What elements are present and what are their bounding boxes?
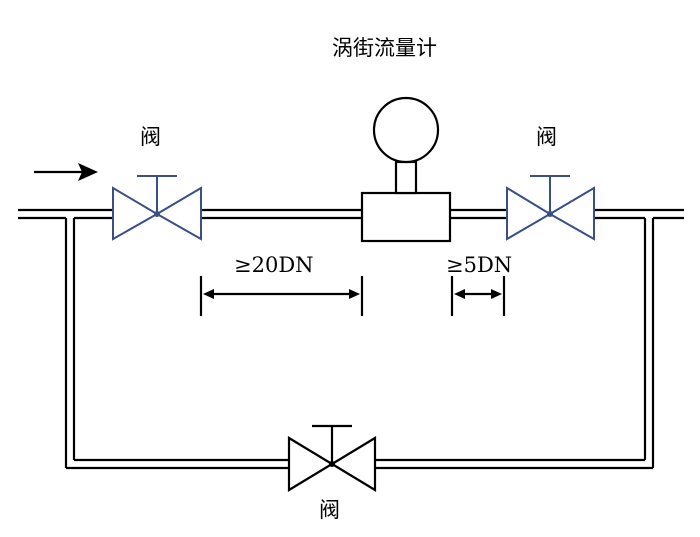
upstream-dimension-label: ≥20DN bbox=[234, 253, 314, 277]
upstream-dimension bbox=[199, 276, 364, 316]
main-pipe bbox=[18, 208, 684, 220]
meter-label: 涡街流量计 bbox=[332, 36, 437, 60]
downstream-valve-label: 阀 bbox=[536, 125, 557, 149]
bypass-valve-label: 阀 bbox=[319, 498, 340, 522]
upstream-valve bbox=[112, 175, 202, 241]
downstream-valve bbox=[506, 175, 595, 241]
upstream-valve-label: 阀 bbox=[140, 125, 161, 149]
downstream-dimension-label: ≥5DN bbox=[446, 253, 512, 277]
flow-arrow bbox=[34, 163, 98, 181]
bypass-valve bbox=[287, 424, 377, 492]
downstream-dimension bbox=[450, 276, 506, 316]
bypass-pipe bbox=[64, 218, 655, 470]
vortex-flow-meter bbox=[360, 96, 452, 243]
